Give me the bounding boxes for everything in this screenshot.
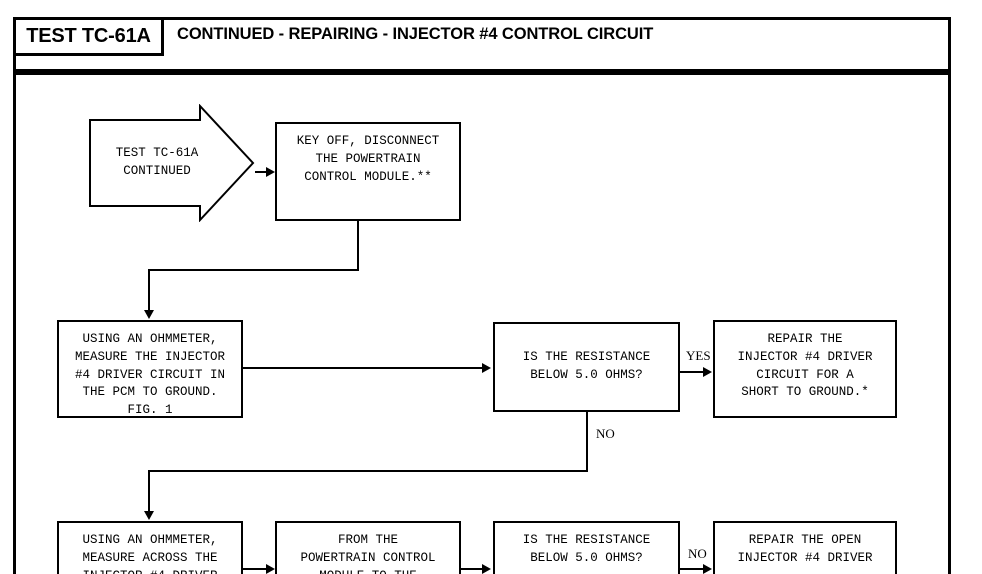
- arrowhead-into-q2: [482, 564, 491, 574]
- connector-keyoff-down2: [148, 269, 150, 311]
- test-id-tag: TEST TC-61A: [13, 17, 164, 56]
- connector-start-to-keyoff: [255, 171, 267, 173]
- arrowhead-start-to-keyoff: [266, 167, 275, 177]
- connector-measure-across-to-from-pcm: [243, 568, 267, 570]
- arrowhead-into-q1: [482, 363, 491, 373]
- node-repair-short: REPAIR THE INJECTOR #4 DRIVER CIRCUIT FO…: [713, 320, 897, 418]
- connector-q1-no-down: [586, 412, 588, 472]
- node-measure-across: USING AN OHMMETER, MEASURE ACROSS THE IN…: [57, 521, 243, 574]
- page-title: CONTINUED - REPAIRING - INJECTOR #4 CONT…: [177, 25, 654, 43]
- arrowhead-into-measure-ground: [144, 310, 154, 319]
- connector-keyoff-down: [357, 221, 359, 271]
- connector-measure-to-q1: [243, 367, 483, 369]
- branch-label-yes-1: YES: [686, 348, 711, 363]
- node-resistance-question-1: IS THE RESISTANCE BELOW 5.0 OHMS?: [493, 322, 680, 412]
- connector-q2-no: [680, 568, 704, 570]
- node-measure-ground: USING AN OHMMETER, MEASURE THE INJECTOR …: [57, 320, 243, 418]
- node-resistance-question-2: IS THE RESISTANCE BELOW 5.0 OHMS?: [493, 521, 680, 574]
- connector-q1-no-down2: [148, 470, 150, 512]
- arrowhead-into-repair-open: [703, 564, 712, 574]
- branch-label-no-1: NO: [596, 426, 615, 441]
- node-from-pcm: FROM THE POWERTRAIN CONTROL MODULE TO TH…: [275, 521, 461, 574]
- node-key-off: KEY OFF, DISCONNECT THE POWERTRAIN CONTR…: [275, 122, 461, 221]
- connector-q1-yes: [680, 371, 704, 373]
- connector-q1-no-left: [148, 470, 588, 472]
- start-symbol-label: TEST TC-61A CONTINUED: [115, 146, 199, 178]
- arrowhead-into-repair-short: [703, 367, 712, 377]
- arrowhead-into-from-pcm: [266, 564, 275, 574]
- node-repair-open: REPAIR THE OPEN INJECTOR #4 DRIVER: [713, 521, 897, 574]
- arrowhead-into-measure-across: [144, 511, 154, 520]
- connector-keyoff-left: [148, 269, 359, 271]
- start-symbol: TEST TC-61A CONTINUED: [88, 104, 255, 222]
- diagram-frame: [13, 72, 951, 574]
- pentagon-arrow-shape: [89, 104, 255, 222]
- branch-label-no-2: NO: [688, 546, 707, 561]
- connector-from-pcm-to-q2: [461, 568, 483, 570]
